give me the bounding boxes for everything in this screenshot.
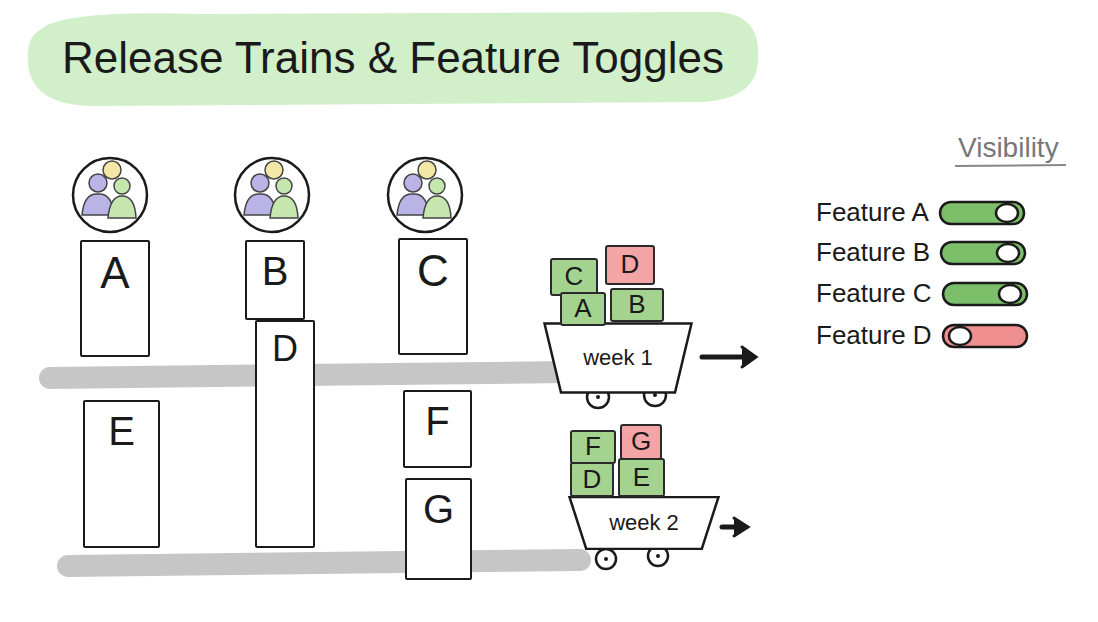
feature-letter: E bbox=[108, 410, 135, 452]
feature-box: A bbox=[80, 240, 150, 357]
feature-letter: F bbox=[425, 400, 449, 442]
team-icon bbox=[388, 158, 462, 232]
feature-box: D bbox=[255, 320, 315, 548]
feature-block: B bbox=[610, 288, 664, 322]
feature-block: F bbox=[570, 430, 616, 464]
feature-letter: C bbox=[417, 248, 449, 294]
toggle-swatch bbox=[937, 198, 1027, 228]
legend-row: Feature C bbox=[816, 279, 1030, 309]
feature-letter: B bbox=[628, 291, 645, 318]
feature-letter: D bbox=[583, 466, 602, 493]
feature-box: F bbox=[403, 390, 472, 468]
toggle-swatch bbox=[938, 238, 1028, 268]
feature-letter: D bbox=[621, 251, 640, 278]
release-line bbox=[68, 560, 580, 566]
release-cart: week 1 bbox=[543, 322, 693, 394]
legend-text: Feature C bbox=[816, 280, 932, 307]
title-band bbox=[28, 12, 758, 106]
feature-block: G bbox=[620, 424, 662, 460]
feature-block: A bbox=[560, 292, 606, 326]
feature-block: C bbox=[550, 258, 598, 296]
legend-row: Feature B bbox=[816, 238, 1028, 268]
feature-letter: D bbox=[272, 330, 298, 368]
feature-letter: F bbox=[585, 433, 601, 460]
legend-text: Feature A bbox=[816, 199, 929, 226]
feature-block: D bbox=[570, 462, 614, 497]
feature-box: E bbox=[83, 400, 160, 548]
release-cart: week 2 bbox=[568, 496, 720, 550]
feature-letter: C bbox=[565, 263, 584, 290]
team-icon bbox=[235, 158, 309, 232]
diagram-title: Release Trains & Feature Toggles bbox=[62, 33, 724, 83]
feature-box: G bbox=[405, 478, 472, 580]
train-label: week 2 bbox=[609, 511, 679, 534]
team-icon bbox=[73, 158, 147, 232]
feature-letter: B bbox=[262, 250, 289, 292]
legend-row: Feature A bbox=[816, 198, 1027, 228]
legend-text: Feature B bbox=[816, 239, 930, 266]
toggle-swatch bbox=[940, 321, 1030, 351]
legend-text: Feature D bbox=[816, 322, 932, 349]
train-label: week 1 bbox=[583, 346, 653, 369]
feature-block: D bbox=[605, 245, 655, 285]
section-heading: Visibility bbox=[958, 132, 1059, 164]
heading-underline bbox=[955, 165, 1066, 166]
feature-box: B bbox=[245, 240, 305, 320]
feature-block: E bbox=[618, 458, 665, 497]
feature-letter: A bbox=[100, 250, 129, 296]
legend-row: Feature D bbox=[816, 321, 1030, 351]
feature-letter: E bbox=[633, 464, 650, 491]
feature-box: C bbox=[398, 238, 468, 355]
toggle-swatch bbox=[940, 279, 1030, 309]
feature-letter: G bbox=[631, 428, 651, 455]
feature-letter: A bbox=[574, 295, 591, 322]
feature-letter: G bbox=[423, 488, 454, 530]
